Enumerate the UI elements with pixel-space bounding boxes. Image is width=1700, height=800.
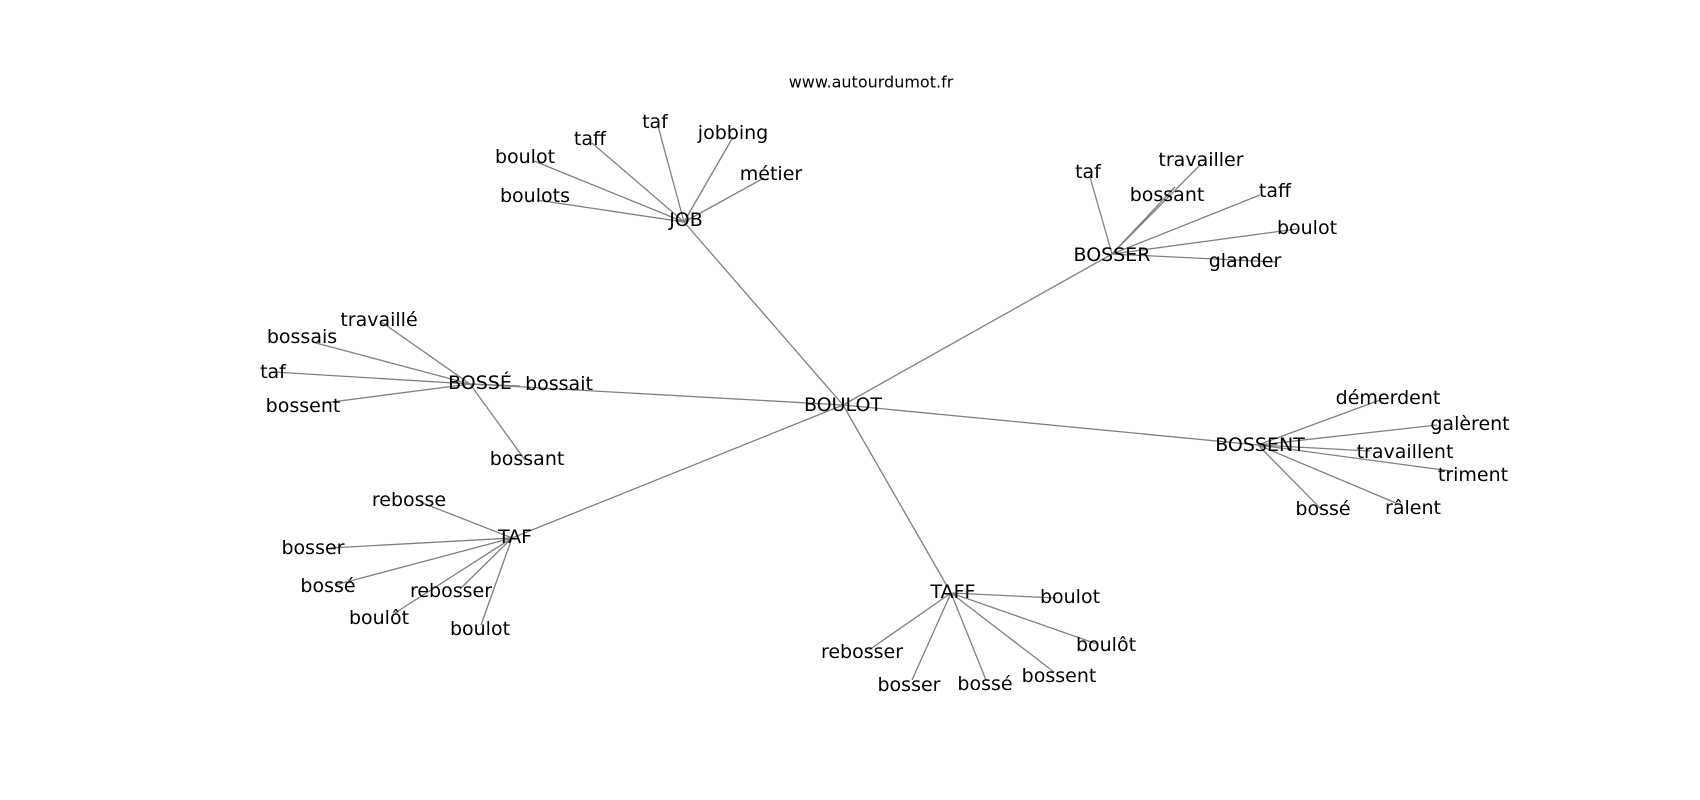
leaf-edge bbox=[1257, 444, 1452, 472]
leaf-node-label: taf bbox=[1075, 161, 1102, 183]
leaf-edge bbox=[273, 371, 471, 385]
leaf-edge bbox=[419, 501, 513, 539]
leaf-edge bbox=[868, 592, 952, 651]
leaf-node-label: bossent bbox=[266, 395, 341, 417]
leaf-edge bbox=[1111, 228, 1298, 255]
leaf-edge bbox=[329, 537, 513, 549]
leaf-edge bbox=[1257, 444, 1397, 504]
leaf-node-label: travailler bbox=[1158, 149, 1243, 171]
leaf-node-label: taf bbox=[260, 361, 287, 383]
leaf-edge bbox=[950, 592, 1098, 645]
leaf-edge bbox=[469, 383, 526, 461]
leaf-node-label: travaillé bbox=[340, 309, 417, 331]
leaf-node-label: métier bbox=[740, 163, 803, 185]
leaf-node-label: rebosse bbox=[372, 489, 446, 511]
graph-labels: www.autourdumot.fr BOULOT JOBboulottafft… bbox=[260, 73, 1510, 697]
leaf-node-label: boulot bbox=[1040, 586, 1100, 608]
leaf-edge bbox=[315, 342, 471, 385]
leaf-edge bbox=[323, 383, 471, 404]
leaf-node-label: bossent bbox=[1022, 665, 1097, 687]
leaf-node-label: jobbing bbox=[697, 122, 768, 144]
leaf-node-label: bossant bbox=[490, 448, 565, 470]
hub-node-label: TAFF bbox=[930, 581, 976, 603]
hub-node-label: TAF bbox=[497, 526, 532, 548]
leaf-edge bbox=[950, 592, 1057, 599]
leaf-edge bbox=[1111, 194, 1261, 255]
leaf-edge bbox=[950, 592, 1055, 673]
leaf-node-label: bossais bbox=[267, 326, 337, 348]
graph-edges bbox=[273, 125, 1452, 681]
leaf-node-label: taff bbox=[574, 128, 607, 150]
hub-edge bbox=[842, 404, 1259, 446]
leaf-node-label: glander bbox=[1209, 250, 1282, 272]
leaf-edge bbox=[657, 125, 685, 223]
leaf-node-label: boulôt bbox=[1076, 634, 1136, 656]
leaf-edge bbox=[533, 160, 685, 223]
leaf-node-label: boulôt bbox=[349, 607, 409, 629]
leaf-edge bbox=[683, 177, 765, 223]
leaf-edge bbox=[536, 199, 685, 223]
hub-node-label: BOSSENT bbox=[1215, 434, 1305, 456]
leaf-edge bbox=[394, 537, 513, 614]
leaf-node-label: bossé bbox=[957, 673, 1012, 695]
leaf-node-label: boulot bbox=[1277, 217, 1337, 239]
hub-edge bbox=[683, 221, 844, 406]
hub-edge bbox=[511, 404, 844, 539]
leaf-edge bbox=[334, 537, 513, 586]
leaf-edge bbox=[911, 592, 952, 681]
leaf-edge bbox=[1111, 253, 1277, 263]
leaf-node-label: bossant bbox=[1130, 184, 1205, 206]
hub-edge bbox=[842, 253, 1113, 406]
hub-node-label: BOSSÉ bbox=[448, 371, 512, 394]
hub-edge bbox=[842, 404, 952, 594]
leaf-edge bbox=[1257, 399, 1381, 446]
leaf-edge bbox=[1257, 444, 1323, 511]
hub-node-label: JOB bbox=[668, 209, 703, 231]
leaf-node-label: boulots bbox=[500, 185, 570, 207]
leaf-node-label: bossait bbox=[525, 373, 593, 395]
leaf-node-label: bosser bbox=[878, 674, 941, 696]
leaf-edge bbox=[1089, 176, 1113, 255]
leaf-node-label: travaillent bbox=[1357, 441, 1454, 463]
leaf-node-label: boulot bbox=[495, 146, 555, 168]
leaf-node-label: bosser bbox=[282, 537, 345, 559]
leaf-node-label: taf bbox=[642, 111, 669, 133]
leaf-node-label: râlent bbox=[1385, 497, 1441, 519]
leaf-node-label: rebosser bbox=[821, 641, 903, 663]
leaf-edge bbox=[480, 537, 513, 626]
leaf-node-label: démerdent bbox=[1336, 387, 1441, 409]
leaf-edge bbox=[950, 592, 987, 681]
center-node-label: BOULOT bbox=[804, 394, 882, 416]
leaf-edge bbox=[379, 320, 471, 385]
leaf-node-label: galèrent bbox=[1430, 413, 1509, 435]
source-label: www.autourdumot.fr bbox=[789, 73, 954, 92]
leaf-edge bbox=[683, 136, 734, 223]
leaf-edge bbox=[1111, 186, 1176, 255]
leaf-node-label: triment bbox=[1438, 464, 1508, 486]
leaf-node-label: taff bbox=[1259, 180, 1292, 202]
leaf-edge bbox=[459, 537, 513, 590]
leaf-edge bbox=[1257, 424, 1438, 446]
hub-node-label: BOSSER bbox=[1074, 244, 1151, 266]
leaf-node-label: bossé bbox=[300, 575, 355, 597]
leaf-node-label: boulot bbox=[450, 618, 510, 640]
leaf-edge bbox=[1257, 444, 1371, 452]
leaf-node-label: bossé bbox=[1295, 498, 1350, 520]
leaf-edge bbox=[469, 383, 521, 387]
leaf-edge bbox=[591, 142, 685, 223]
leaf-node-label: rebosser bbox=[410, 580, 492, 602]
hub-edge bbox=[469, 383, 844, 406]
